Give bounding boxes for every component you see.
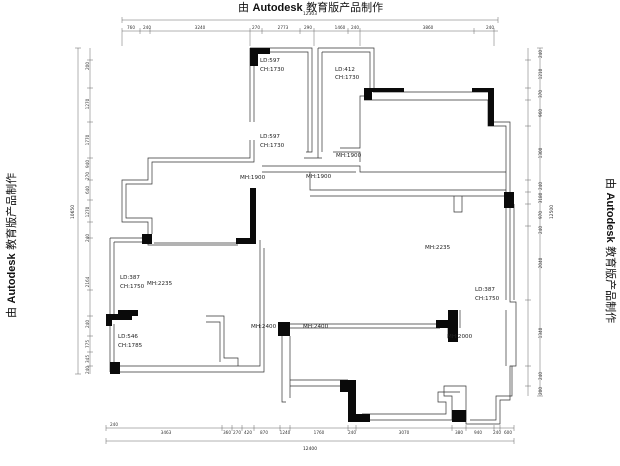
annotation-label: MH:1900 [336,153,362,159]
annotation-label: MH:2235 [425,245,451,251]
bottom-dimension: 3463 [161,430,172,435]
bottom-dimension: 270 [233,430,241,435]
watermark-suffix: 教育版产品制作 [306,1,384,14]
left-dimension: 270 [85,172,90,180]
right-dimension: 200 [538,387,543,395]
bottom-total-dimension: 12400 [303,446,317,452]
solid-walls [106,48,514,422]
left-dimension: 240 [85,366,90,374]
left-dimension: 345 [85,355,90,363]
bottom-dimension: 3070 [399,430,410,435]
top-dimension: 3240 [195,25,206,30]
bottom-dimension: 420 [244,430,252,435]
annotation-label: LD:597 CH:1730 [260,134,285,149]
left-dimension: 2164 [85,276,90,287]
right-dimension: 240 [538,226,543,234]
top-total-dimension: 12303 [303,11,317,17]
watermark-brand: Autodesk [252,2,303,14]
dimension-lines [75,17,543,444]
left-dimension: 1270 [85,98,90,109]
left-total-dimension: 10650 [70,205,76,219]
left-dimension: 240 [85,320,90,328]
annotation-label: MH:2000 [447,334,473,340]
top-dimension: 760 [127,25,135,30]
right-dimension: 240 [538,182,543,190]
top-dimension: 240 [351,25,359,30]
bottom-dimension: 1240 [280,430,291,435]
bottom-dimension: 240 [493,430,501,435]
bottom-dimension: 380 [455,430,463,435]
top-dimension: 2773 [278,25,289,30]
top-dimension: 290 [304,25,312,30]
left-dimension: 1270 [85,206,90,217]
watermark-top: 由 Autodesk 教育版产品制作 [238,0,383,15]
right-dimension: 370 [538,90,543,98]
top-dimension: 240 [486,25,494,30]
bottom-dimension: 870 [260,430,268,435]
annotation-label: LD:387 CH:1750 [475,287,500,302]
bottom-dimension: 940 [474,430,482,435]
annotation-label: MH:1900 [306,174,332,180]
right-dimension: 240 [538,50,543,58]
bottom-dimension: 240 [348,430,356,435]
top-dimension: 240 [143,25,151,30]
left-dimension: 940 [85,160,90,168]
left-dimension: 640 [85,186,90,194]
left-dimension: 200 [85,62,90,70]
right-dimension: 1210 [538,68,543,79]
top-dimension: 1460 [335,25,346,30]
annotation-label: LD:387 CH:1750 [120,275,145,290]
annotation-label: MH:1900 [240,175,266,181]
right-dimension: 240 [538,372,543,380]
left-dimension: 775 [85,340,90,348]
top-dimension: 270 [252,25,260,30]
bottom-dimension: 600 [504,430,512,435]
right-dimension: 970 [538,211,543,219]
dimension-texts: 12303 760 240 3240 270 2773 290 1460 240… [70,11,555,452]
annotation-label: MH:2400 [303,324,329,330]
right-dimension: 1340 [538,327,543,338]
annotation-label: LD:597 CH:1730 [260,58,285,73]
right-total-dimension: 12500 [549,205,555,219]
wall-lines [109,47,517,425]
annotation-label: LD:412 CH:1730 [335,67,360,81]
annotations: LD:597 CH:1730 LD:412 CH:1730 LD:597 CH:… [118,58,500,349]
annotation-label: LD:546 CH:1785 [118,334,143,349]
bottom-dimension: 360 [223,430,231,435]
watermark-prefix: 由 [238,1,249,14]
annotation-label: MH:2235 [147,281,173,287]
right-dimension: 960 [538,109,543,117]
left-dimension: 240 [85,234,90,242]
bottom-dimension: 240 [110,422,118,427]
bottom-dimension: 1760 [314,430,325,435]
annotation-label: MH:2400 [251,324,277,330]
right-dimension: 3180 [538,192,543,203]
top-dimension: 3860 [423,25,434,30]
right-dimension: 2040 [538,257,543,268]
left-dimension: 1770 [85,134,90,145]
right-dimension: 1300 [538,147,543,158]
